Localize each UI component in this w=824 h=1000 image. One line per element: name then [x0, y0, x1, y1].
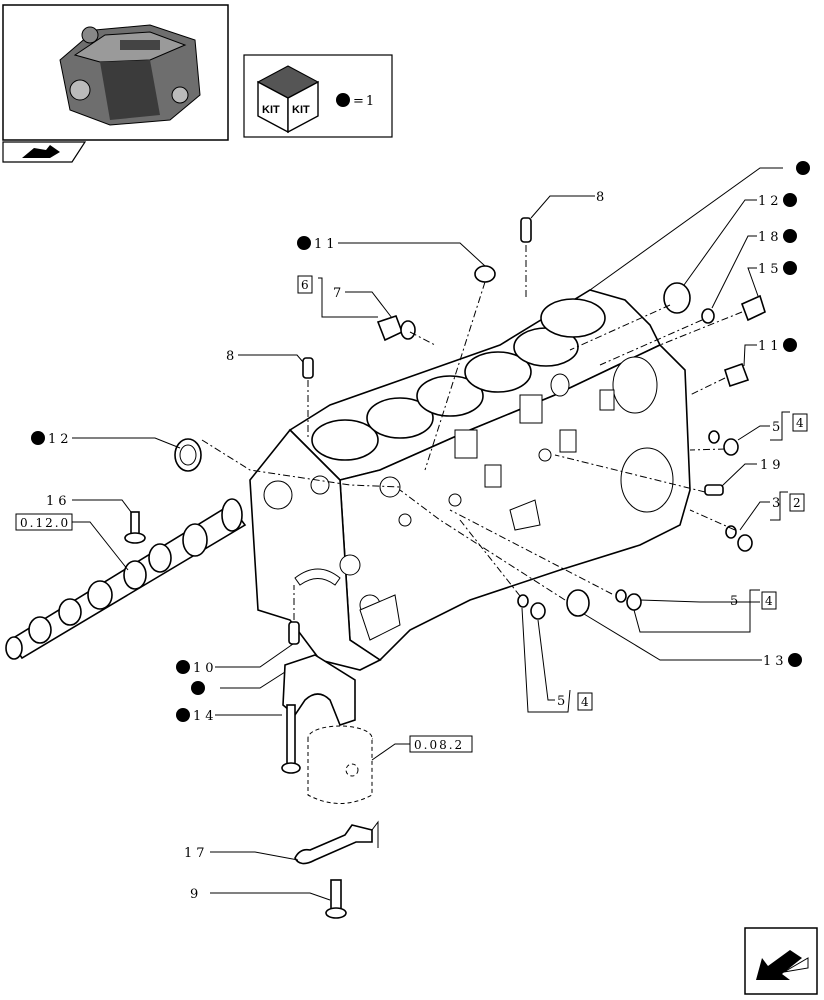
callout-cblank1[interactable] [796, 161, 810, 175]
callout-c8left[interactable]: 8 [226, 349, 238, 364]
callout-number: 5 [730, 594, 742, 609]
callout-c17[interactable]: 17 [184, 846, 209, 861]
callout-c12left[interactable]: 12 [31, 431, 73, 447]
kit-bullet-icon [788, 653, 802, 667]
leader-lines [72, 167, 790, 901]
callout-number: 16 [46, 494, 71, 509]
callout-reference-box: 4 [765, 594, 775, 608]
kit-legend: KIT KIT =1 [243, 54, 393, 138]
callout-number: 11 [758, 339, 783, 354]
callout-c14[interactable]: 14 [176, 708, 218, 724]
callout-number: 8 [596, 190, 608, 205]
kit-bullet-icon [783, 338, 797, 352]
navigate-back-button[interactable] [2, 141, 87, 163]
callout-c18[interactable]: 18 [758, 229, 797, 245]
callout-c13[interactable]: 13 [763, 653, 802, 669]
kit-label-left: KIT [262, 104, 280, 116]
kit-bullet-icon [191, 681, 205, 695]
callout-c8top[interactable]: 8 [596, 190, 608, 205]
callout-number: 12 [758, 194, 783, 209]
kit-bullet-icon [783, 261, 797, 275]
kit-bullet-icon [796, 161, 810, 175]
callout-cblank2[interactable] [191, 681, 205, 695]
callout-reference-box: 6 [301, 278, 311, 292]
reference-piston-label: 0.08.2 [414, 738, 464, 752]
callout-c10[interactable]: 10 [176, 660, 218, 676]
callout-c12right[interactable]: 12 [758, 193, 797, 209]
kit-bullet-icon [176, 660, 190, 674]
callout-number: 17 [184, 846, 209, 861]
kit-equals-label: =1 [353, 94, 376, 109]
callout-number: 5 [557, 694, 569, 709]
callout-number: 19 [760, 458, 785, 473]
navigate-next-button[interactable] [744, 927, 818, 995]
callout-c11b[interactable]: 11 [758, 338, 797, 354]
callout-number: 14 [193, 709, 218, 724]
callout-number: 15 [758, 262, 783, 277]
callout-number: 18 [758, 230, 783, 245]
callout-c7[interactable]: 76 [297, 275, 345, 301]
callout-c16[interactable]: 16 [46, 494, 71, 509]
kit-bullet-icon [783, 193, 797, 207]
callout-number: 11 [314, 237, 339, 252]
callout-reference-box: 4 [581, 695, 591, 709]
kit-bullet-icon [783, 229, 797, 243]
back-arrow-icon [22, 145, 60, 158]
camshaft [5, 498, 247, 660]
engine-thumbnail[interactable] [2, 4, 229, 141]
engine-thumbnail-icon [59, 24, 201, 126]
parts [124, 217, 766, 919]
callout-reference-box: 4 [796, 416, 806, 430]
kit-label-right: KIT [292, 104, 310, 116]
callout-number: 9 [190, 887, 202, 902]
callout-number: 7 [333, 286, 345, 301]
callout-number: 12 [48, 432, 73, 447]
reference-camshaft-label: 0.12.0 [20, 516, 70, 530]
reference-box-piston[interactable]: 0.08.2 [409, 735, 473, 753]
callout-number: 3 [772, 496, 784, 511]
callout-number: 5 [772, 420, 784, 435]
callout-c9[interactable]: 9 [190, 887, 202, 902]
engine-block [249, 289, 691, 671]
callout-number: 8 [226, 349, 238, 364]
callout-c15[interactable]: 15 [758, 261, 797, 277]
kit-bullet-icon [336, 93, 350, 107]
kit-bullet-icon [297, 236, 311, 250]
callout-reference-box: 2 [793, 496, 803, 510]
kit-box-icon: KIT KIT [256, 65, 320, 134]
kit-bullet-icon [176, 708, 190, 722]
callout-c11a[interactable]: 11 [297, 236, 339, 252]
callout-c19[interactable]: 19 [760, 458, 785, 473]
reference-box-camshaft[interactable]: 0.12.0 [15, 513, 73, 531]
kit-bullet-icon [31, 431, 45, 445]
forward-arrow-icon [756, 950, 802, 980]
callout-number: 13 [763, 654, 788, 669]
callout-number: 10 [193, 661, 218, 676]
